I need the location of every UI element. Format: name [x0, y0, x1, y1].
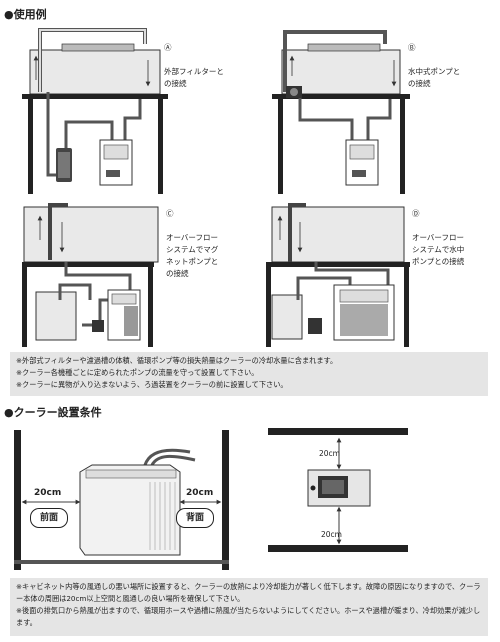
- notes-top: ※外部式フィルターや濾過槽の体積、循環ポンプ等の損失熱量はクーラーの冷却水量に含…: [10, 352, 488, 396]
- notes-bottom: ※キャビネット内等の風通しの悪い場所に設置すると、クーラーの放熱により冷却能力が…: [10, 578, 488, 636]
- note-line: ※キャビネット内等の風通しの悪い場所に設置すると、クーラーの放熱により冷却能力が…: [16, 582, 481, 603]
- left-distance-label: 20cm: [34, 488, 62, 498]
- example-d-badge: Ⓓ: [412, 209, 420, 218]
- clearance-top-view: [268, 428, 408, 552]
- example-a-caption: Ⓐ 外部フィルターと の接続: [164, 30, 224, 90]
- example-b-badge: Ⓑ: [408, 43, 416, 52]
- note-line: ※クーラー各機種ごとに定められたポンプの流量を守って設置して下さい。: [16, 368, 259, 377]
- right-distance-label: 20cm: [186, 488, 214, 498]
- example-b-text: 水中式ポンプと の接続: [408, 67, 461, 88]
- clearance-side-view: [14, 430, 229, 570]
- usage-title: ●使用例: [4, 8, 47, 21]
- example-d-text: オーバーフロー システムで水中 ポンプとの接続: [412, 233, 465, 266]
- example-c-text: オーバーフロー システムでマグ ネットポンプと の接続: [166, 233, 219, 278]
- diagram-b: [272, 30, 410, 194]
- front-label: 前面: [30, 508, 68, 528]
- back-label: 背面: [176, 508, 214, 528]
- example-c-badge: Ⓒ: [166, 209, 174, 218]
- top-distance-label: 20cm: [319, 449, 340, 458]
- diagram-a: [22, 28, 168, 194]
- note-line: ※後面の排気口から熱風が出ますので、循環用ホースや過槽に熱風が当たらないようにし…: [16, 606, 481, 627]
- bottom-distance-label: 20cm: [321, 530, 342, 539]
- conditions-title: ●クーラー設置条件: [4, 406, 102, 419]
- diagram-d: [266, 203, 410, 347]
- example-a-badge: Ⓐ: [164, 43, 172, 52]
- example-a-text: 外部フィルターと の接続: [164, 67, 224, 88]
- note-line: ※外部式フィルターや濾過槽の体積、循環ポンプ等の損失熱量はクーラーの冷却水量に含…: [16, 356, 338, 365]
- diagram-c: [22, 203, 159, 347]
- example-d-caption: Ⓓ オーバーフロー システムで水中 ポンプとの接続: [412, 196, 464, 268]
- example-b-caption: Ⓑ 水中式ポンプと の接続: [408, 30, 460, 90]
- note-line: ※クーラーに異物が入り込まないよう、ろ過装置をクーラーの前に設置して下さい。: [16, 380, 288, 389]
- example-c-caption: Ⓒ オーバーフロー システムでマグ ネットポンプと の接続: [166, 196, 218, 280]
